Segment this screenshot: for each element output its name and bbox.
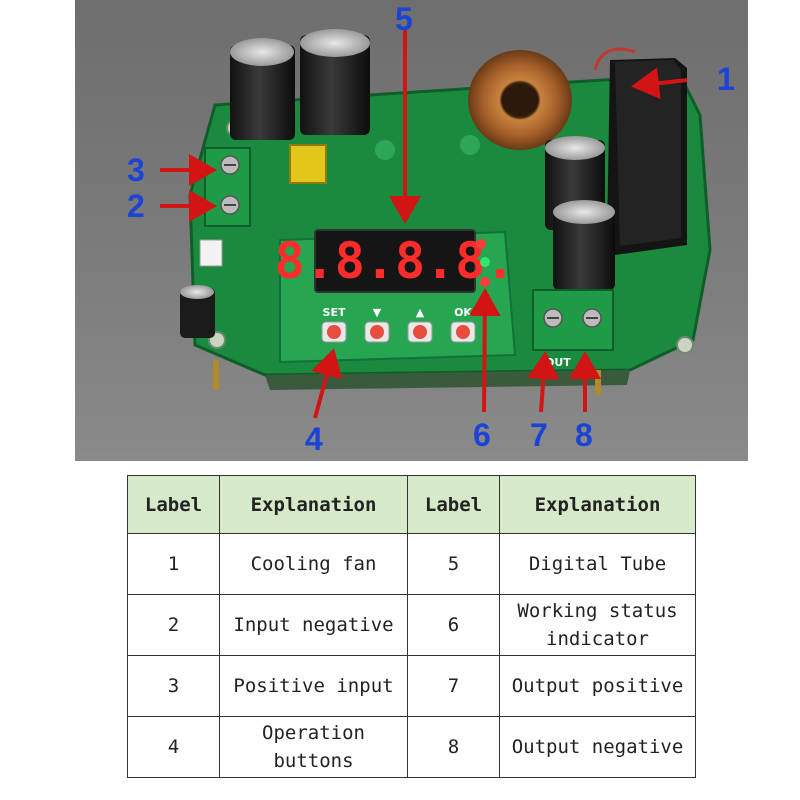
callout-5: 5 — [395, 1, 413, 37]
table-cell: Cooling fan — [219, 533, 408, 595]
header-label-2: Label — [407, 475, 500, 534]
table-header-row: Label Explanation Label Explanation — [127, 475, 696, 534]
header-label-1: Label — [127, 475, 220, 534]
table-cell: 2 — [127, 594, 220, 656]
table-cell: 4 — [127, 716, 220, 778]
table-cell: Input negative — [219, 594, 408, 656]
arrow-6 — [468, 288, 501, 413]
callout-3: 3 — [127, 152, 145, 188]
transformer — [289, 144, 327, 184]
table-row: 1 Cooling fan 5 Digital Tube — [127, 533, 696, 595]
arrow-7 — [527, 351, 560, 413]
table-cell: 3 — [127, 655, 220, 717]
inductor-coil — [468, 50, 572, 150]
table-row: 3 Positive input 7 Output positive — [127, 655, 696, 717]
table-cell: Positive input — [219, 655, 408, 717]
board-photo: 8.8.8.8. SET ▼ ▲ OK OUT — [75, 0, 748, 461]
callout-2: 2 — [127, 188, 145, 224]
table-cell: Digital Tube — [499, 533, 696, 595]
callout-7: 7 — [530, 417, 548, 453]
table-cell: 1 — [127, 533, 220, 595]
output-terminal-block — [532, 289, 614, 351]
input-capacitors — [230, 29, 370, 140]
table-cell: 7 — [407, 655, 500, 717]
button-label-ok: OK — [454, 306, 472, 319]
table-cell: 8 — [407, 716, 500, 778]
cooling-fan — [593, 47, 687, 255]
output-capacitors — [545, 136, 615, 290]
arrow-4 — [311, 348, 343, 419]
header-explanation-1: Explanation — [219, 475, 408, 534]
table-cell: Operation buttons — [219, 716, 408, 778]
table-cell: 5 — [407, 533, 500, 595]
table-cell: 6 — [407, 594, 500, 656]
small-capacitor — [180, 285, 215, 338]
table-cell: Output positive — [499, 655, 696, 717]
arrow-1 — [631, 67, 688, 100]
legend-table: Label Explanation Label Explanation 1 Co… — [127, 475, 696, 778]
status-leds — [476, 239, 490, 287]
table-row: 4 Operation buttons 8 Output negative — [127, 716, 696, 778]
digital-tube-reading: 8.8.8.8. — [275, 232, 516, 290]
callout-4: 4 — [305, 421, 323, 457]
callout-6: 6 — [473, 417, 491, 453]
table-row: 2 Input negative 6 Working status indica… — [127, 594, 696, 656]
callout-1: 1 — [717, 61, 735, 97]
table-cell: Working status indicator — [499, 594, 696, 656]
button-label-set: SET — [323, 306, 346, 319]
callout-arrows — [160, 30, 688, 419]
header-explanation-2: Explanation — [499, 475, 696, 534]
operation-buttons — [321, 321, 476, 343]
connector — [199, 239, 223, 267]
table-cell: Output negative — [499, 716, 696, 778]
silkscreen-out: OUT — [545, 356, 571, 369]
button-label-down: ▼ — [373, 306, 382, 319]
input-terminal-block — [204, 147, 251, 227]
callout-8: 8 — [575, 417, 593, 453]
button-label-up: ▲ — [416, 306, 425, 319]
